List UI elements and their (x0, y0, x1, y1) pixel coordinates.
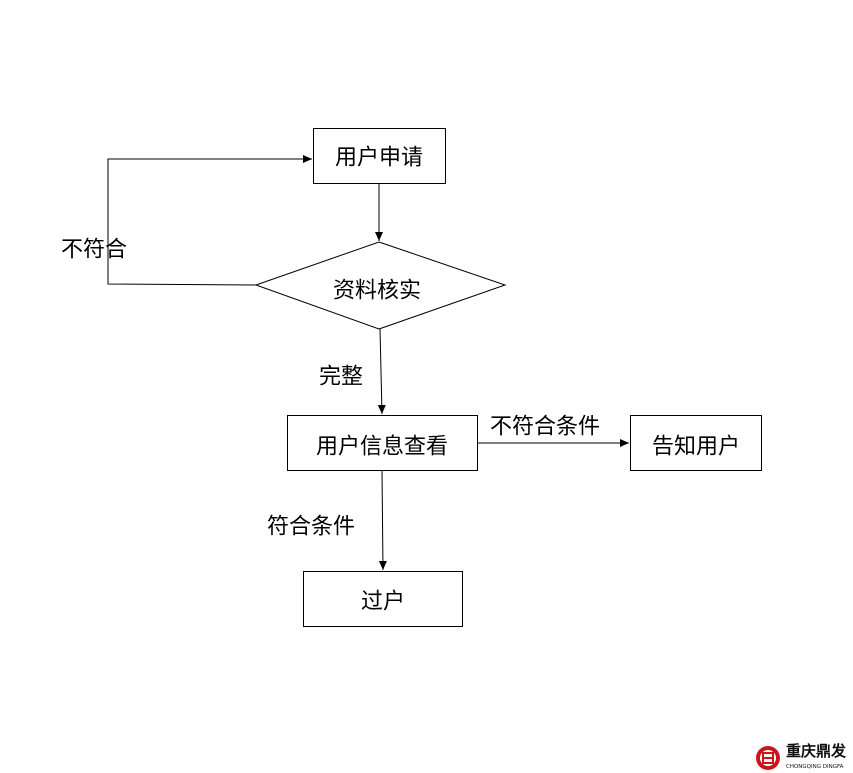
node-apply: 用户申请 (313, 128, 446, 184)
edge-label-meet-conditions: 符合条件 (267, 515, 355, 540)
logo-name: 重庆鼎发 (786, 742, 847, 760)
node-verify-decision: 资料核实 (254, 241, 507, 330)
edge-review-to-transfer (378, 469, 387, 571)
logo-subtitle: CHONGQING DINGFA (786, 764, 844, 770)
edge-label-not-match: 不符合 (61, 238, 127, 263)
node-transfer-label: 过户 (361, 590, 405, 615)
node-review-label: 用户信息查看 (316, 435, 448, 460)
edge-label-not-meet-conditions: 不符合条件 (490, 415, 600, 440)
node-verify-label: 资料核实 (333, 279, 421, 304)
edge-verify-to-review (377, 328, 386, 415)
node-apply-label: 用户申请 (335, 146, 423, 171)
logo: 重庆鼎发 CHONGQING DINGFA (756, 742, 847, 770)
edge-verify-loop-back (107, 155, 312, 286)
node-notify: 告知用户 (630, 415, 762, 471)
node-review: 用户信息查看 (287, 415, 478, 471)
node-transfer: 过户 (303, 571, 463, 627)
edge-label-complete: 完整 (319, 365, 363, 390)
node-notify-label: 告知用户 (652, 435, 740, 460)
